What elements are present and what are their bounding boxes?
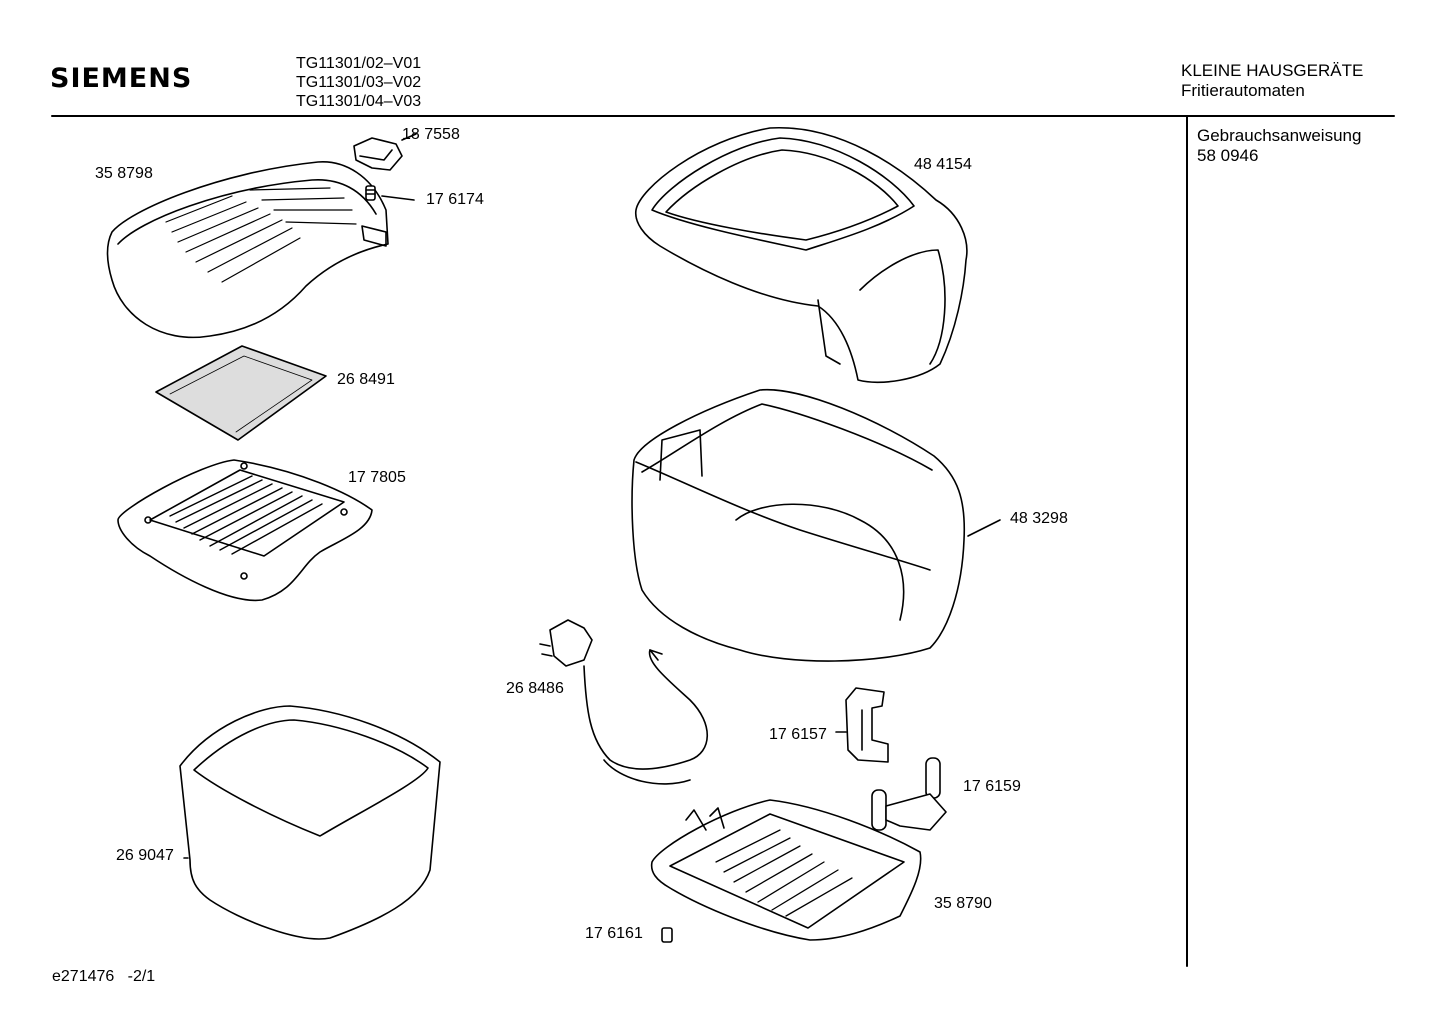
document-code: e271476 -2/1: [52, 968, 156, 985]
part-number-label: 26 8486: [506, 680, 564, 697]
model-number: TG11301/04–V03: [296, 93, 422, 110]
model-number: TG11301/02–V01: [296, 55, 422, 72]
power-cord-part: [539, 619, 709, 785]
base-part: [650, 799, 922, 941]
inner-pot-part: [179, 705, 441, 940]
manual-label: Gebrauchsanweisung: [1197, 126, 1362, 145]
filter-frame-part: [117, 459, 373, 602]
part-number-label: 18 7558: [402, 126, 460, 143]
top-frame-part: [635, 127, 968, 384]
part-number-label: 26 9047: [116, 847, 174, 864]
part-number-label: 48 4154: [914, 156, 972, 173]
bracket-part: [835, 687, 889, 763]
part-number-label: 48 3298: [1010, 510, 1068, 527]
housing-part: [631, 388, 1001, 662]
spring-part: [365, 185, 415, 201]
part-number-label: 17 6161: [585, 925, 643, 942]
model-list: TG11301/02–V01 TG11301/03–V02 TG11301/04…: [296, 54, 421, 111]
filter-mat-part: [155, 345, 327, 441]
part-number-label: 17 6159: [963, 778, 1021, 795]
subcategory-title: Fritierautomaten: [1181, 81, 1305, 100]
manual-number: 58 0946: [1197, 146, 1259, 165]
model-number: TG11301/03–V02: [296, 74, 422, 91]
category-block: KLEINE HAUSGERÄTE Fritierautomaten: [1181, 61, 1363, 101]
part-number-label: 17 6174: [426, 191, 484, 208]
foot-part: [661, 927, 673, 943]
part-number-label: 35 8798: [95, 165, 153, 182]
button-part: [353, 133, 417, 171]
brand-logo: SIEMENS: [50, 63, 193, 94]
category-title: KLEINE HAUSGERÄTE: [1181, 61, 1364, 80]
part-number-label: 35 8790: [934, 895, 992, 912]
lid-part: [106, 161, 389, 339]
part-number-label: 17 6157: [769, 726, 827, 743]
part-number-label: 26 8491: [337, 371, 395, 388]
manual-reference: Gebrauchsanweisung 58 0946: [1197, 126, 1361, 166]
switch-holder-part: [871, 757, 947, 831]
part-number-label: 17 7805: [348, 469, 406, 486]
